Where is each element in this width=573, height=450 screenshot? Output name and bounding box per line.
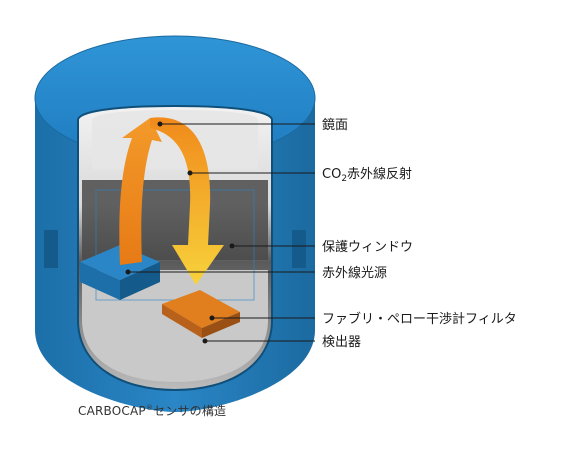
co2-suffix: 赤外線反射 bbox=[347, 166, 412, 182]
filter-label: ファブリ・ペロー干渉計フィルタ bbox=[322, 311, 517, 327]
co2-prefix: CO bbox=[322, 167, 341, 182]
diagram-caption: CARBOCAP®センサの構造 bbox=[78, 402, 226, 419]
protective-window-label: 保護ウィンドウ bbox=[322, 239, 413, 255]
ir-reflection-arrows bbox=[119, 117, 224, 285]
mirror-label: 鏡面 bbox=[322, 118, 348, 133]
co2-reflection-label: CO2赤外線反射 bbox=[322, 166, 412, 184]
caption-registered-mark: ® bbox=[145, 404, 154, 412]
co2-subscript: 2 bbox=[341, 174, 347, 184]
detector-label: 検出器 bbox=[322, 335, 361, 350]
ir-source-label: 赤外線光源 bbox=[322, 265, 387, 281]
caption-brand: CARBOCAP bbox=[78, 404, 146, 418]
caption-text: センサの構造 bbox=[153, 404, 227, 418]
leader-lines bbox=[125, 121, 315, 344]
